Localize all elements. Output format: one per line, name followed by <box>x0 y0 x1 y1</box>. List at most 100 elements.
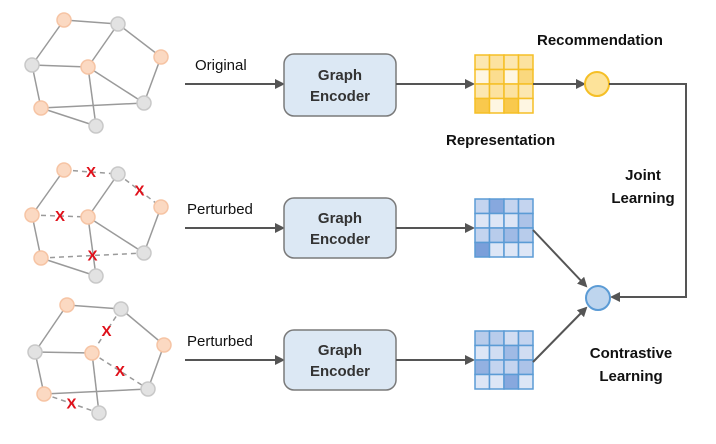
recommendation-node <box>584 71 610 97</box>
joint-label-line1: Joint <box>625 167 661 184</box>
graph-edge <box>43 388 149 395</box>
graph-node <box>136 245 152 261</box>
matrix-cell <box>517 68 534 85</box>
representation-matrix-blue-2 <box>474 330 534 390</box>
arrow-to-contrastive-2 <box>532 306 588 363</box>
graph-node <box>113 301 129 317</box>
edge-removed-mark: X <box>86 164 96 181</box>
matrix-cell <box>488 373 505 390</box>
edge-removed-mark: X <box>55 208 65 225</box>
graph-edge <box>87 216 145 254</box>
matrix-cell <box>503 241 520 258</box>
matrix-cell <box>488 198 505 215</box>
matrix-cell <box>488 97 505 114</box>
graph-node <box>136 95 152 111</box>
matrix-cell <box>503 330 520 347</box>
graph-node-highlighted <box>33 100 49 116</box>
removed-edge <box>91 352 149 390</box>
matrix-cell <box>488 83 505 100</box>
matrix-cell <box>474 212 491 229</box>
matrix-cell <box>488 227 505 244</box>
edge-removed-mark: X <box>66 396 76 413</box>
graph-node-highlighted <box>33 250 49 266</box>
representation-matrix-yellow <box>474 54 534 114</box>
row-perturbed-1: Perturbed Graph Encoder <box>185 197 475 259</box>
joint-label-line2: Learning <box>611 190 674 207</box>
graph-node <box>110 166 126 182</box>
graph-encoder-box <box>283 53 397 117</box>
matrix-cell <box>474 241 491 258</box>
removed-edge <box>63 169 119 175</box>
matrix-cell <box>488 330 505 347</box>
contrastive-node <box>585 285 611 311</box>
matrix-cell <box>503 359 520 376</box>
matrix-cell <box>488 68 505 85</box>
input-label-perturbed-1: Perturbed <box>187 201 253 218</box>
matrix-cell <box>488 241 505 258</box>
input-label-perturbed-2: Perturbed <box>187 333 253 350</box>
matrix-cell <box>503 373 520 390</box>
matrix-cell <box>517 54 534 71</box>
graph-edge <box>143 206 162 254</box>
matrix-cell <box>517 97 534 114</box>
edge-removed-mark: X <box>115 363 125 380</box>
matrix-cell <box>474 54 491 71</box>
matrix-cell <box>503 344 520 361</box>
graph-edge <box>91 352 100 414</box>
graph-node-highlighted <box>24 207 40 223</box>
matrix-cell <box>517 359 534 376</box>
graph-edge <box>34 304 68 353</box>
graph-node <box>24 57 40 73</box>
graph-node-highlighted <box>153 49 169 65</box>
matrix-cell <box>517 198 534 215</box>
perturbed-graph-2: XXX <box>27 297 172 421</box>
original-graph <box>24 12 169 134</box>
graph-encoder-box <box>283 197 397 259</box>
graph-node <box>140 381 156 397</box>
graph-node-highlighted <box>80 209 96 225</box>
encoder-line2: Encoder <box>310 231 370 248</box>
removed-edge <box>40 252 145 259</box>
graph-edge <box>40 107 97 127</box>
matrix-cell <box>517 241 534 258</box>
graph-edge <box>87 23 119 68</box>
matrix-cell <box>474 344 491 361</box>
matrix-cell <box>488 359 505 376</box>
row-perturbed-2: Perturbed Graph Encoder <box>185 329 475 391</box>
contrastive-label-line2: Learning <box>599 368 662 385</box>
matrix-cell <box>503 83 520 100</box>
joint-learning-connector <box>609 83 687 302</box>
graph-node-highlighted <box>59 297 75 313</box>
graph-node-highlighted <box>156 337 172 353</box>
matrix-cell <box>517 344 534 361</box>
encoder-line2: Encoder <box>310 363 370 380</box>
matrix-cell <box>503 212 520 229</box>
matrix-cell <box>474 198 491 215</box>
graph-edge <box>40 257 97 277</box>
representation-label: Representation <box>446 132 555 149</box>
matrix-cell <box>517 373 534 390</box>
removed-edge <box>43 393 100 414</box>
removed-edge <box>31 214 89 218</box>
encoder-line1: Graph <box>318 210 362 227</box>
matrix-cell <box>503 54 520 71</box>
graph-node-highlighted <box>80 59 96 75</box>
graph-edge <box>147 344 165 390</box>
input-label-original: Original <box>195 57 247 74</box>
graph-edge <box>31 19 65 66</box>
matrix-cell <box>474 227 491 244</box>
graph-edge <box>117 23 162 58</box>
edge-removed-mark: X <box>134 183 144 200</box>
graph-node-highlighted <box>153 199 169 215</box>
graph-edge <box>87 216 97 277</box>
graph-node <box>88 268 104 284</box>
matrix-cell <box>474 83 491 100</box>
matrix-cell <box>503 68 520 85</box>
matrix-cell <box>488 212 505 229</box>
arrow-to-contrastive-1 <box>532 229 588 288</box>
graph-node-highlighted <box>56 12 72 28</box>
matrix-cell <box>474 373 491 390</box>
matrix-cell <box>503 227 520 244</box>
